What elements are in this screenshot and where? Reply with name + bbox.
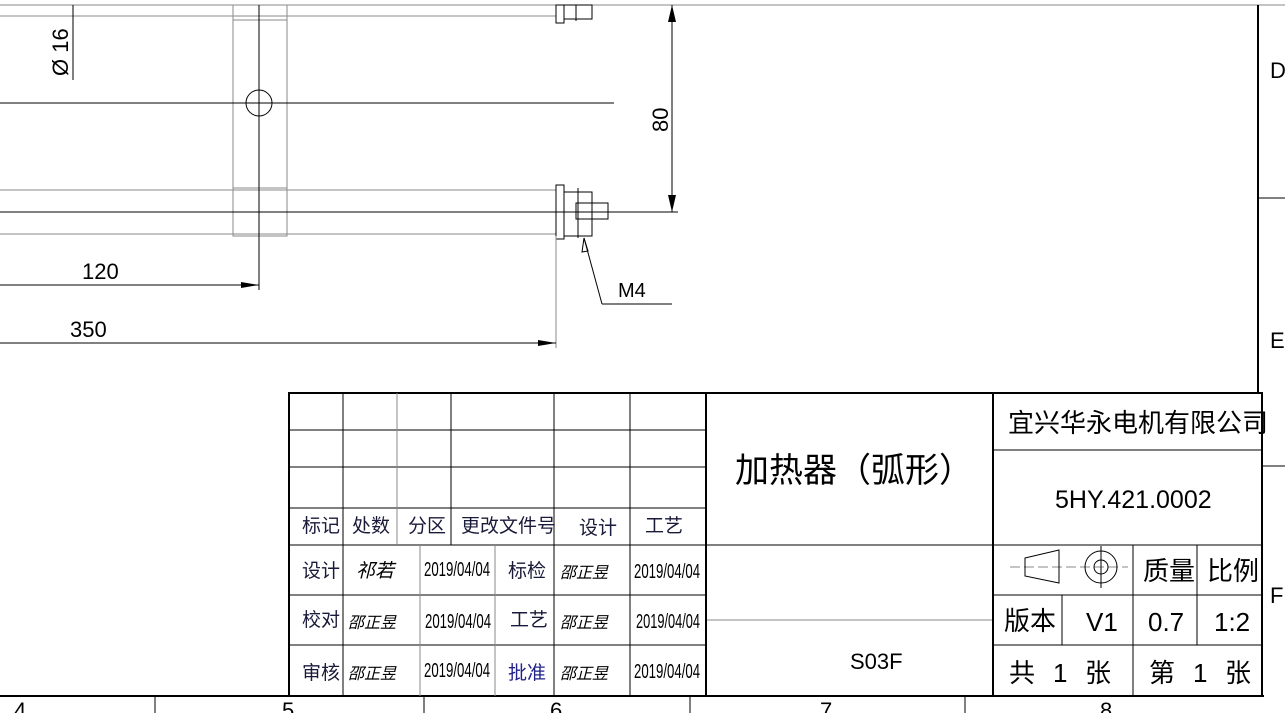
mass-label: 质量 bbox=[1143, 556, 1195, 586]
date: 2019/04/04 bbox=[425, 610, 491, 632]
svg-text:第: 第 bbox=[1149, 658, 1175, 688]
signature: 邵正昱 bbox=[560, 664, 609, 683]
date: 2019/04/04 bbox=[424, 659, 490, 681]
svg-text:张: 张 bbox=[1225, 658, 1251, 688]
header-mark: 标记 bbox=[302, 515, 340, 537]
zone-col-7: 7 bbox=[820, 698, 832, 713]
svg-text:校对: 校对 bbox=[302, 609, 340, 631]
zone-row-e: E bbox=[1270, 328, 1285, 353]
sheet-current: 第 1 张 bbox=[1149, 658, 1251, 688]
approval-row-design: 设计 祁若 2019/04/04 标检 邵正昱 2019/04/04 bbox=[302, 558, 700, 582]
title-block bbox=[288, 392, 1263, 697]
zone-col-6: 6 bbox=[550, 698, 562, 713]
dimension-350: 350 bbox=[0, 236, 557, 348]
header-design: 设计 bbox=[579, 517, 617, 539]
signature: 邵正昱 bbox=[348, 664, 397, 683]
header-zone: 分区 bbox=[408, 515, 446, 537]
sheets-total: 共 1 张 bbox=[1009, 658, 1111, 688]
svg-text:80: 80 bbox=[648, 108, 673, 132]
dimension-80: 80 bbox=[648, 5, 676, 212]
drawing-number: 5HY.421.0002 bbox=[1055, 486, 1212, 514]
svg-text:设计: 设计 bbox=[302, 560, 340, 582]
scale-label: 比例 bbox=[1207, 556, 1259, 586]
zone-ticks bbox=[154, 197, 1285, 713]
svg-text:Ø 16: Ø 16 bbox=[48, 28, 73, 76]
svg-text:批准: 批准 bbox=[508, 662, 546, 684]
signature: 祁若 bbox=[356, 560, 397, 582]
svg-text:工艺: 工艺 bbox=[510, 609, 548, 631]
header-change-doc: 更改文件号 bbox=[461, 515, 556, 537]
version-label: 版本 bbox=[1004, 606, 1056, 636]
zone-row-f: F bbox=[1270, 583, 1283, 608]
svg-text:张: 张 bbox=[1085, 658, 1111, 688]
mass-value: 0.7 bbox=[1148, 607, 1184, 637]
company-name: 宜兴华永电机有限公司 bbox=[1008, 408, 1268, 438]
header-count: 处数 bbox=[352, 515, 390, 537]
approval-row-review: 审核 邵正昱 2019/04/04 批准 邵正昱 2019/04/04 bbox=[302, 659, 700, 684]
svg-text:M4: M4 bbox=[618, 280, 646, 302]
signature: 邵正昱 bbox=[348, 613, 397, 632]
first-angle-projection-icon bbox=[1010, 546, 1128, 588]
part-name: 加热器（弧形） bbox=[735, 452, 973, 490]
version-value: V1 bbox=[1086, 607, 1118, 637]
svg-text:1: 1 bbox=[1053, 658, 1067, 688]
dimension-diameter: Ø 16 bbox=[48, 5, 74, 80]
header-process: 工艺 bbox=[645, 515, 683, 537]
svg-text:共: 共 bbox=[1009, 658, 1035, 688]
zone-col-4: 4 bbox=[14, 698, 26, 713]
scale-value: 1:2 bbox=[1214, 607, 1250, 637]
signature: 邵正昱 bbox=[560, 613, 609, 632]
svg-text:350: 350 bbox=[70, 317, 107, 342]
date: 2019/04/04 bbox=[636, 610, 700, 633]
date: 2019/04/04 bbox=[634, 560, 700, 582]
dimension-120: 120 bbox=[0, 259, 259, 288]
signature: 邵正昱 bbox=[560, 563, 609, 582]
date: 2019/04/04 bbox=[634, 660, 700, 682]
svg-text:标检: 标检 bbox=[508, 560, 546, 582]
approval-row-check: 校对 邵正昱 2019/04/04 工艺 邵正昱 2019/04/04 bbox=[302, 609, 700, 633]
zone-col-5: 5 bbox=[282, 698, 294, 713]
zone-col-8: 8 bbox=[1100, 698, 1112, 713]
svg-text:1: 1 bbox=[1193, 658, 1207, 688]
date: 2019/04/04 bbox=[424, 558, 490, 580]
material: S03F bbox=[850, 649, 903, 674]
zone-row-d: D bbox=[1270, 58, 1285, 83]
thread-leader-m4: M4 bbox=[581, 237, 672, 305]
svg-text:120: 120 bbox=[82, 259, 119, 284]
heater-part-view bbox=[0, 4, 678, 290]
svg-text:审核: 审核 bbox=[302, 662, 340, 684]
